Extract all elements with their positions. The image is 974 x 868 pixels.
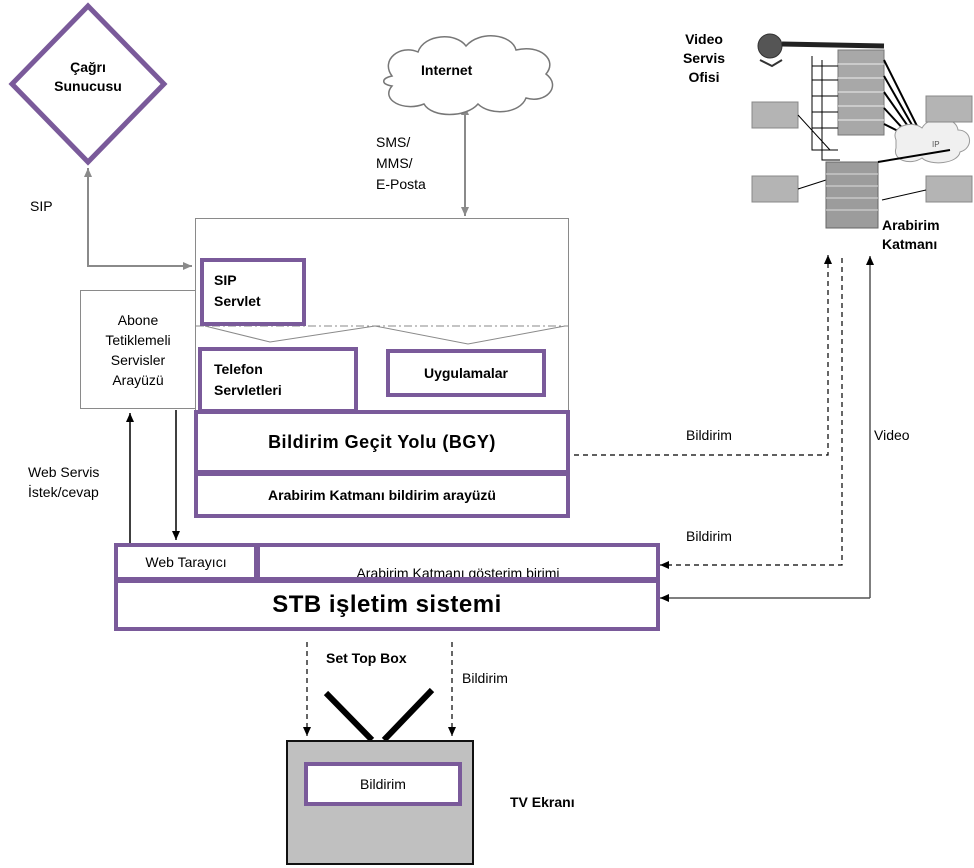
- gateway-box: Bildirim Geçit Yolu (BGY): [194, 410, 570, 474]
- video-edge-label: Video: [874, 427, 910, 444]
- web-browser-box: Web Tarayıcı: [114, 543, 258, 581]
- subscriber-interface-line4: Arayüzü: [112, 370, 163, 390]
- subscriber-interface-line1: Abone: [118, 310, 158, 330]
- interface-layer-label-line2: Katmanı: [882, 235, 940, 254]
- sip-servlet-box: SIP Servlet: [200, 258, 306, 326]
- tv-notification-box: Bildirim: [304, 762, 462, 806]
- sms-edge-label-line3: E-Posta: [376, 174, 426, 195]
- interface-layer-label-line1: Arabirim: [882, 216, 940, 235]
- call-server-label-line1: Çağrı: [70, 58, 106, 77]
- gateway-interface-box: Arabirim Katmanı bildirim arayüzü: [194, 472, 570, 518]
- notify-edge-label-2: Bildirim: [686, 528, 732, 545]
- notify-edge-label-1: Bildirim: [686, 427, 732, 444]
- video-office-label-line1: Video: [685, 30, 723, 49]
- video-office-label-line2: Servis: [683, 49, 725, 68]
- web-service-edge-label: Web Servis İstek/cevap: [28, 462, 99, 502]
- web-browser-label: Web Tarayıcı: [145, 554, 226, 570]
- applications-box: Uygulamalar: [386, 349, 546, 397]
- display-unit-box: Arabirim Katmanı gösterim birimi: [256, 543, 660, 581]
- stb-os-label: STB işletim sistemi: [272, 591, 502, 619]
- phone-servlets-box: Telefon Servletleri: [198, 347, 358, 413]
- tv-antenna-right: [384, 690, 432, 740]
- sms-edge-label: SMS/ MMS/ E-Posta: [376, 132, 426, 195]
- tv-notification-label: Bildirim: [360, 776, 406, 792]
- notify-display-connector: [660, 258, 842, 565]
- sip-edge-label: SIP: [30, 198, 53, 215]
- sip-connector: [88, 170, 192, 266]
- sms-edge-label-line1: SMS/: [376, 132, 426, 153]
- subscriber-interface-box: Abone Tetiklemeli Servisler Arayüzü: [80, 290, 196, 409]
- call-server-label: Çağrı Sunucusu: [44, 58, 132, 96]
- phone-servlets-line2: Servletleri: [214, 380, 342, 401]
- subscriber-interface-line3: Servisler: [111, 350, 165, 370]
- subscriber-interface-line2: Tetiklemeli: [105, 330, 170, 350]
- video-office-label: Video Servis Ofisi: [672, 30, 736, 87]
- set-top-box-label: Set Top Box: [326, 650, 407, 667]
- web-service-edge-label-line2: İstek/cevap: [28, 482, 99, 502]
- tv-screen-label: TV Ekranı: [510, 794, 575, 811]
- call-server-label-line2: Sunucusu: [54, 77, 122, 96]
- ip-cloud-label: IP: [932, 136, 940, 153]
- video-office-network: [752, 34, 972, 228]
- phone-servlets-line1: Telefon: [214, 359, 342, 380]
- stb-os-box: STB işletim sistemi: [114, 579, 660, 631]
- gateway-label: Bildirim Geçit Yolu (BGY): [268, 432, 496, 453]
- interface-layer-label: Arabirim Katmanı: [882, 216, 940, 254]
- applications-label: Uygulamalar: [424, 365, 508, 381]
- gateway-interface-label: Arabirim Katmanı bildirim arayüzü: [268, 487, 496, 503]
- video-office-label-line3: Ofisi: [688, 68, 719, 87]
- notify-edge-label-3: Bildirim: [462, 670, 508, 687]
- sip-servlet-line1: SIP: [214, 270, 292, 291]
- sms-edge-label-line2: MMS/: [376, 153, 426, 174]
- tv-antenna-left: [326, 693, 372, 740]
- internet-label: Internet: [421, 62, 472, 79]
- sip-servlet-line2: Servlet: [214, 291, 292, 312]
- web-service-edge-label-line1: Web Servis: [28, 462, 99, 482]
- notify-gateway-connector: [574, 255, 828, 455]
